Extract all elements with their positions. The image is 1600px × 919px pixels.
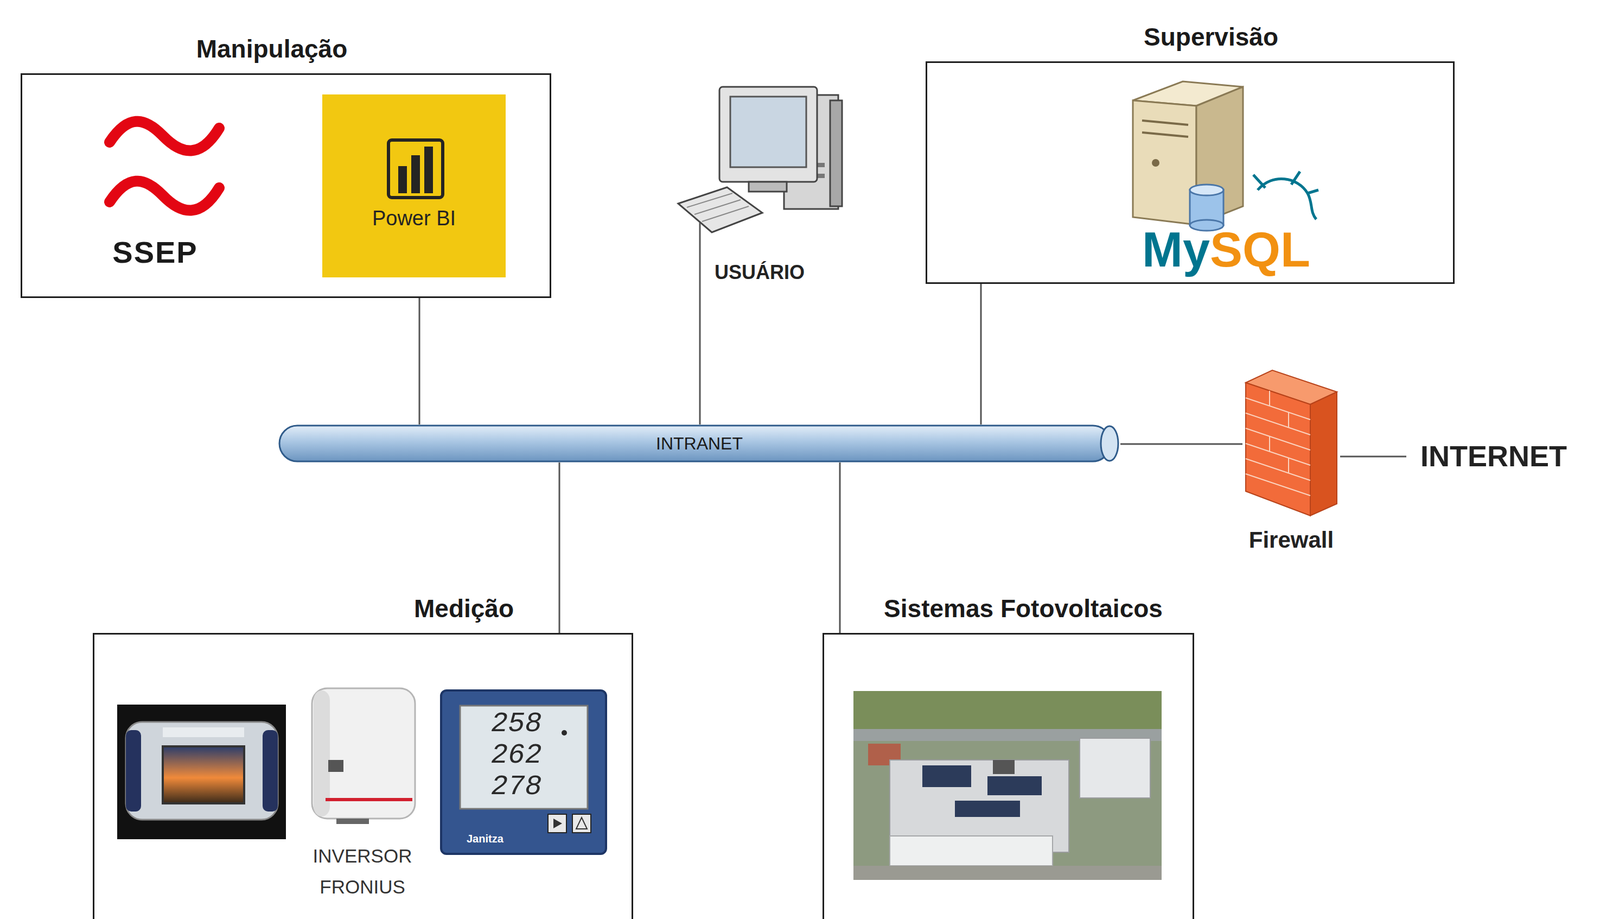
energy-meter-part [553, 818, 563, 828]
analyzer-device-part [117, 704, 286, 839]
energy-meter-part [441, 690, 607, 854]
analyzer-device-part [162, 727, 245, 737]
inverter-device-part [313, 690, 330, 817]
firewall-icon-part [1288, 457, 1290, 474]
powerbi-icon-part [411, 155, 420, 194]
brand-text: Janitza [466, 831, 504, 846]
powerbi-icon-part [424, 146, 433, 194]
group-heading: Supervisão [1143, 22, 1279, 52]
app-tile: Power BI [322, 94, 506, 278]
pv-building-photo-part [853, 690, 1162, 729]
mysql-dolphin-part [1257, 178, 1317, 220]
firewall-node: Firewall [1242, 363, 1341, 554]
pv-building-photo-part [922, 765, 972, 787]
computer-icon-part [702, 206, 749, 222]
computer-icon-part [699, 222, 701, 288]
firewall-icon-part [1310, 391, 1337, 516]
server-icon-part [1142, 120, 1189, 125]
firewall-icon-part [1288, 412, 1290, 428]
inverter-device-part [311, 687, 416, 819]
connector-line [699, 287, 701, 425]
analyzer-device-part [125, 721, 278, 820]
connector-line [980, 283, 983, 425]
energy-meter-part [460, 705, 588, 809]
group-box: Sistemas Fotovoltaicos [822, 632, 1195, 919]
server-icon-part [1142, 132, 1189, 137]
network-bus: INTRANET [278, 424, 1121, 463]
external-network: INTERNET [1406, 434, 1582, 478]
mysql-dolphin-part [1253, 171, 1319, 194]
meter-reading: 262 [491, 740, 543, 771]
computer-icon-part [748, 181, 787, 192]
energy-meter-part [576, 817, 588, 829]
connector-line [1120, 443, 1243, 445]
analyzer-device-part [162, 746, 245, 803]
powerbi-icon-part [398, 166, 407, 194]
firewall-icon-part [1245, 473, 1311, 496]
firewall-icon [1245, 370, 1337, 516]
computer-icon-part [830, 100, 843, 207]
inverter-device-part [325, 797, 413, 801]
energy-meter-part [547, 813, 567, 833]
meter-reading: 278 [491, 771, 543, 802]
inverter-device [311, 687, 416, 824]
meter-reading: 258 [491, 708, 543, 739]
energy-meter [441, 690, 607, 854]
pv-building-photo-part [987, 775, 1042, 795]
pv-building-photo-part [992, 759, 1015, 774]
server-icon-part [1132, 100, 1197, 225]
pv-building-photo-part [853, 690, 1162, 880]
computer-icon [678, 86, 843, 288]
pv-building-photo [853, 690, 1162, 880]
app-name: Power BI [322, 205, 506, 231]
energy-meter-part [572, 813, 591, 833]
pv-building-photo-part [1079, 737, 1151, 798]
node-label: INTERNET [1406, 434, 1582, 478]
bus-label: INTRANET [278, 424, 1121, 463]
node-label: USUÁRIO [672, 257, 847, 288]
ssep-logo-part [109, 181, 220, 211]
group-heading: Manipulação [196, 34, 348, 63]
group-heading: Medição [413, 594, 514, 623]
computer-icon-part [694, 199, 741, 215]
firewall-icon-part [1269, 390, 1271, 406]
inverter-device-part [328, 759, 344, 772]
analyzer-device [117, 704, 286, 839]
pv-building-photo-part [853, 865, 1162, 880]
device-label: INVERSOR FRONIUS [291, 839, 433, 902]
logo-text: MySQL [1142, 222, 1311, 277]
ssep-logo-part [109, 121, 220, 151]
server-icon-part [1189, 184, 1224, 196]
firewall-icon-part [1245, 382, 1311, 516]
group-heading: Sistemas Fotovoltaicos [883, 594, 1163, 623]
computer-icon-part [678, 187, 763, 233]
node-label: Firewall [1242, 525, 1341, 555]
inverter-device-part [336, 818, 369, 824]
ssep-logo [109, 121, 220, 211]
mysql-dolphin [1253, 171, 1319, 220]
computer-icon-part [730, 96, 807, 168]
computer-icon-part [719, 86, 818, 182]
connector-line [1340, 455, 1407, 458]
user-workstation: USUÁRIO [672, 81, 847, 288]
pipe-shape-part [1100, 425, 1119, 461]
computer-icon-part [686, 193, 733, 208]
logo-text: SSEP [100, 233, 210, 272]
server-icon [1132, 81, 1243, 231]
analyzer-device-part [125, 729, 142, 812]
connector-line [558, 462, 561, 633]
powerbi-icon-part [388, 139, 443, 198]
group-box: Medição [92, 632, 634, 919]
pv-building-photo-part [954, 800, 1021, 817]
energy-meter-part [561, 729, 567, 736]
server-icon-part [1151, 158, 1160, 167]
pv-building-photo-part [889, 835, 1053, 866]
firewall-icon-part [1269, 435, 1271, 451]
analyzer-device-part [262, 729, 278, 812]
connector-line [839, 462, 841, 633]
group-box: ManipulaçãoPower BI [20, 73, 552, 298]
connector-line [418, 297, 421, 425]
powerbi-icon [322, 94, 506, 278]
